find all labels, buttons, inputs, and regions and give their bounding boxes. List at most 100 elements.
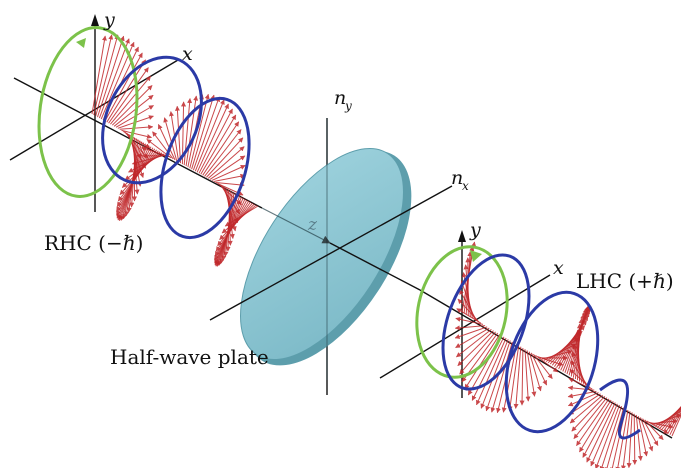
field-vector bbox=[198, 108, 233, 174]
field-vector bbox=[202, 121, 240, 176]
field-vector bbox=[213, 173, 246, 182]
field-vector bbox=[576, 398, 610, 447]
field-vector bbox=[661, 405, 681, 431]
field-vector bbox=[457, 298, 480, 323]
field-vector bbox=[567, 392, 599, 407]
field-vector bbox=[194, 99, 225, 172]
right-helix-vectors bbox=[454, 241, 681, 468]
field-vector bbox=[642, 418, 659, 446]
field-vector bbox=[104, 52, 143, 122]
field-vector bbox=[163, 117, 178, 162]
field-vector bbox=[98, 38, 130, 119]
field-vector bbox=[111, 85, 153, 126]
half-wave-plate bbox=[209, 118, 453, 395]
field-vector bbox=[586, 402, 616, 463]
field-vector bbox=[582, 401, 614, 458]
right-envelope-1 bbox=[441, 253, 531, 391]
field-vector bbox=[459, 289, 478, 321]
field-vector bbox=[571, 395, 606, 432]
field-vector bbox=[185, 95, 199, 167]
field-vector bbox=[93, 34, 114, 116]
ny-label-n: n bbox=[334, 87, 346, 109]
field-vector bbox=[667, 408, 681, 434]
field-vector bbox=[209, 155, 246, 180]
plate-z-axis bbox=[261, 207, 331, 244]
field-vector bbox=[599, 406, 623, 468]
ny-label-subscript: y bbox=[344, 99, 352, 113]
field-vector bbox=[570, 360, 589, 387]
field-vector bbox=[635, 414, 643, 461]
field-vector bbox=[456, 329, 492, 358]
right-envelope-tail bbox=[599, 378, 641, 440]
plate-nx-axis bbox=[209, 185, 453, 321]
field-vector bbox=[569, 394, 604, 424]
field-vector bbox=[604, 407, 625, 468]
field-vector bbox=[121, 129, 152, 139]
field-vector bbox=[526, 350, 537, 397]
left-polarization-circle bbox=[37, 26, 139, 198]
field-vector bbox=[95, 34, 120, 117]
rhc-wave bbox=[9, 14, 263, 267]
field-vector bbox=[455, 316, 484, 325]
field-vector bbox=[590, 403, 618, 467]
field-vector bbox=[106, 59, 147, 123]
field-vector bbox=[507, 345, 520, 412]
field-vector bbox=[200, 114, 237, 175]
left-y-label: y bbox=[103, 9, 115, 31]
field-vector bbox=[221, 204, 257, 234]
field-vector bbox=[457, 330, 494, 367]
left-envelope-1 bbox=[101, 55, 203, 185]
field-vector bbox=[191, 94, 215, 170]
left-y-axis-arrowhead bbox=[91, 14, 99, 26]
rhc-caption: RHC (−ℏ) bbox=[44, 231, 143, 255]
field-vector bbox=[192, 96, 221, 171]
field-vector bbox=[157, 123, 176, 161]
field-vector bbox=[459, 331, 496, 375]
field-vector bbox=[206, 137, 244, 178]
field-vector bbox=[519, 347, 525, 406]
field-vector bbox=[224, 205, 259, 227]
field-vector bbox=[113, 94, 154, 127]
lhc-caption: LHC (+ℏ) bbox=[576, 269, 674, 293]
field-vector bbox=[97, 35, 125, 118]
field-vector bbox=[454, 326, 488, 339]
field-vector bbox=[108, 67, 149, 124]
right-x-axis bbox=[379, 274, 551, 379]
right-x-label: x bbox=[553, 257, 564, 279]
lhc-wave bbox=[379, 230, 681, 468]
field-vector bbox=[456, 308, 482, 324]
ny-label: n y bbox=[334, 87, 352, 113]
field-vector bbox=[528, 351, 542, 392]
nx-label-subscript: x bbox=[462, 179, 469, 193]
right-y-label: y bbox=[469, 219, 481, 241]
left-circle-arrow bbox=[76, 38, 86, 48]
plate-face bbox=[240, 148, 404, 360]
field-vector bbox=[196, 103, 229, 173]
field-vector bbox=[573, 397, 608, 439]
field-vector bbox=[152, 131, 174, 160]
right-y-axis-arrowhead bbox=[458, 230, 466, 242]
field-vector bbox=[131, 154, 166, 166]
field-vector bbox=[454, 325, 486, 331]
field-vector bbox=[91, 35, 107, 115]
field-vector bbox=[579, 399, 612, 453]
field-vector bbox=[211, 165, 246, 181]
field-vector bbox=[524, 349, 531, 402]
field-vector bbox=[141, 146, 170, 158]
field-vector bbox=[513, 346, 522, 409]
field-vector bbox=[207, 146, 245, 179]
field-vector bbox=[219, 203, 255, 240]
field-vector bbox=[640, 417, 654, 452]
field-vector bbox=[480, 339, 509, 409]
nx-label: n x bbox=[451, 167, 469, 193]
field-vector bbox=[189, 93, 210, 169]
field-vector bbox=[490, 341, 513, 413]
right-envelope-2 bbox=[504, 290, 600, 434]
field-vector bbox=[665, 407, 681, 433]
field-vector bbox=[110, 75, 151, 125]
nx-label-n: n bbox=[451, 167, 463, 189]
field-vector bbox=[620, 411, 631, 468]
left-envelope-2 bbox=[159, 96, 251, 240]
field-vector bbox=[594, 404, 620, 468]
